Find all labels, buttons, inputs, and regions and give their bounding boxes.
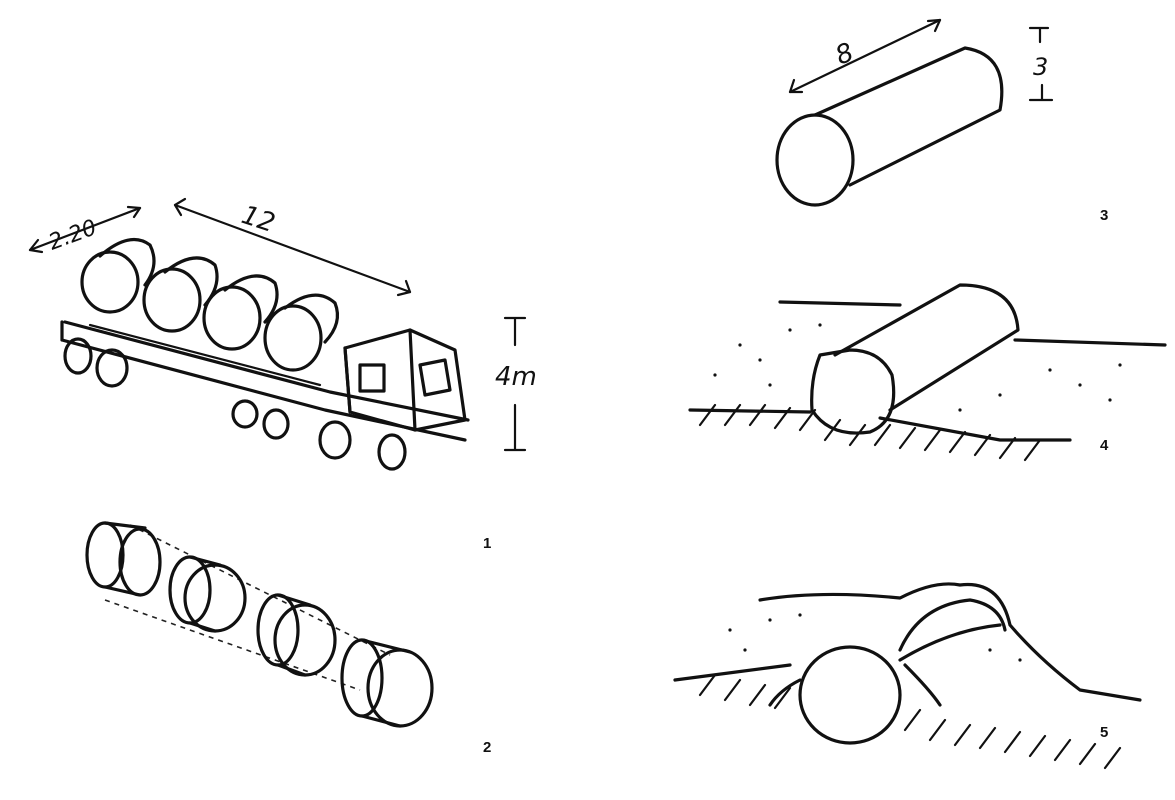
panel-4-pipe-on-ground: [688, 283, 1167, 462]
panel-number-1: 1: [483, 535, 491, 552]
width-dimension: 2.20: [28, 205, 142, 256]
panel-1-truck-sketch: 2.20 12 4m: [28, 197, 537, 471]
height-label: 4m: [495, 362, 537, 392]
panel-number-5: 5: [1100, 724, 1108, 741]
height-dimension: 4m: [495, 316, 537, 452]
length-label: 12: [238, 200, 279, 239]
pipe-height-label: 3: [1033, 53, 1048, 81]
width-label: 2.20: [46, 215, 101, 255]
panel-number-2: 2: [483, 739, 491, 756]
ground-hatching-5: [698, 673, 1122, 770]
panel-5-pipe-embedded: [673, 582, 1142, 770]
speckle-dots-5: [728, 613, 1022, 662]
panel-number-3: 3: [1100, 207, 1108, 224]
ground-hatching: [698, 403, 1042, 462]
length-dimension: 12: [173, 197, 412, 297]
panel-2-pipe-segments: [85, 521, 434, 728]
panel-3-pipe-dimensions: 8 3: [775, 18, 1054, 207]
pipe-length-label: 8: [831, 37, 858, 71]
panel-number-4: 4: [1100, 437, 1109, 454]
speckle-dots: [713, 323, 1122, 412]
